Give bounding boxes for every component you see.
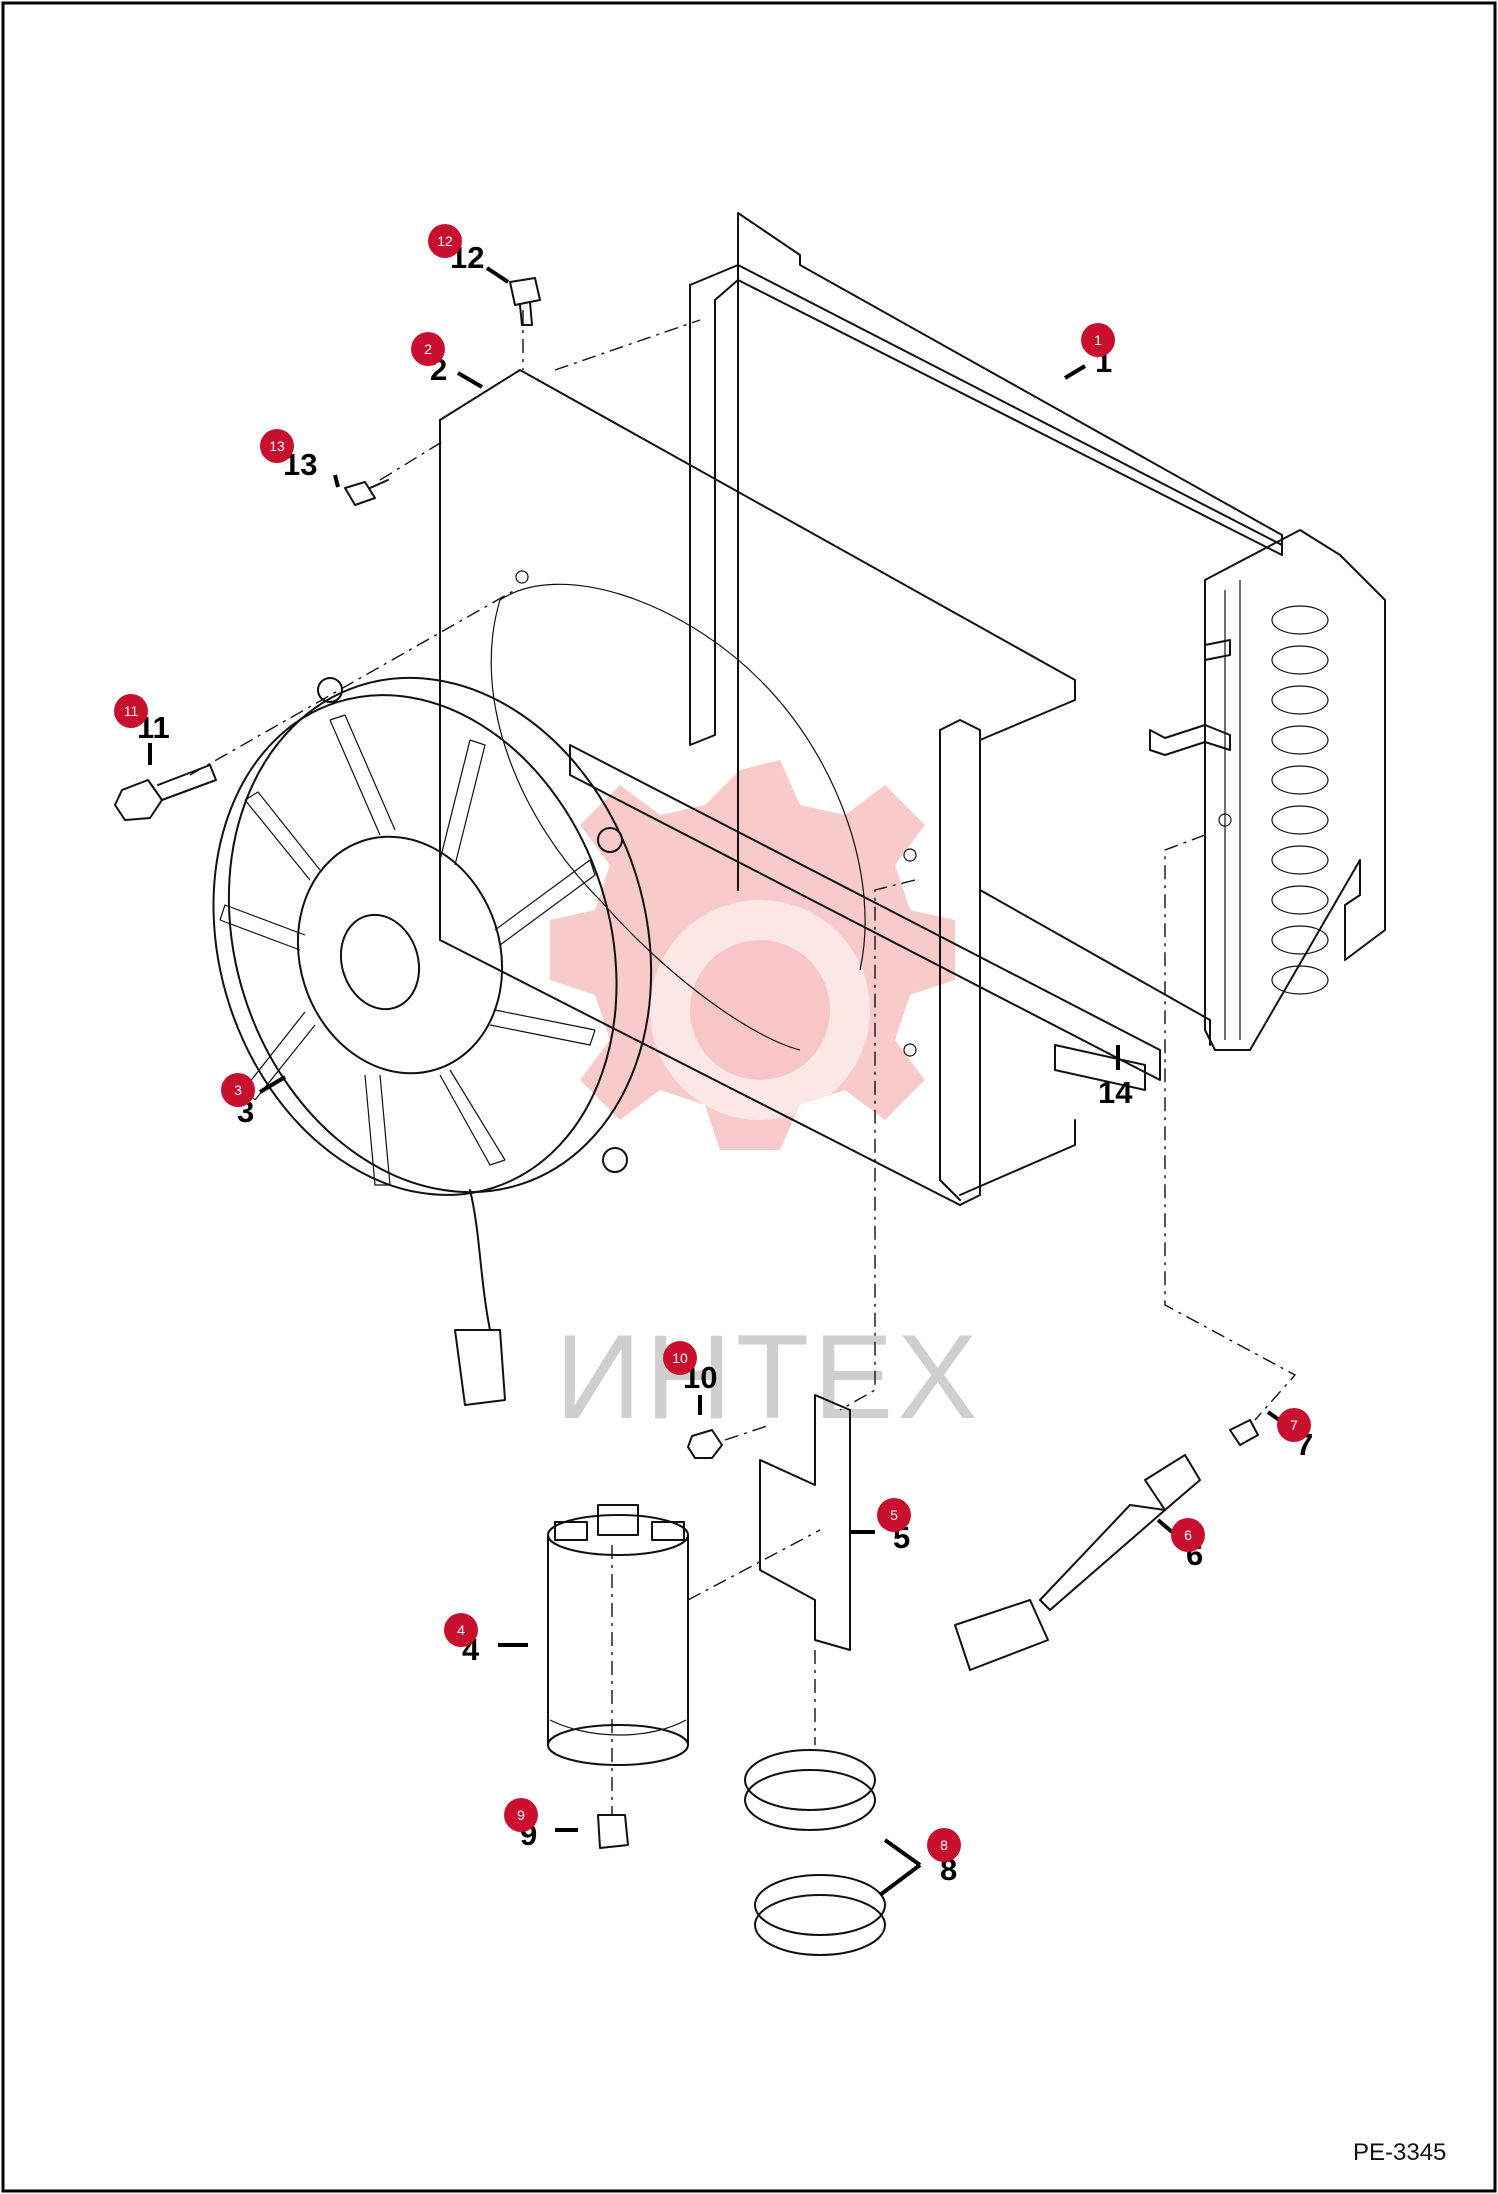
svg-text:12: 12 bbox=[437, 233, 453, 249]
badge-10: 10 bbox=[663, 1341, 697, 1375]
callout-badges: 1 2 3 4 5 6 7 8 9 10 11 12 13 bbox=[114, 224, 1311, 1862]
badge-11: 11 bbox=[114, 694, 148, 728]
badge-13: 13 bbox=[260, 429, 294, 463]
svg-text:2: 2 bbox=[424, 341, 432, 357]
receiver-drier bbox=[547, 1504, 689, 1766]
svg-text:1: 1 bbox=[1094, 332, 1102, 348]
svg-text:7: 7 bbox=[1290, 1417, 1298, 1433]
svg-text:4: 4 bbox=[457, 1622, 465, 1638]
watermark-logo: ИНТЕХ bbox=[550, 760, 981, 1444]
screw-13 bbox=[344, 479, 389, 506]
svg-text:5: 5 bbox=[890, 1507, 898, 1523]
badge-9: 9 bbox=[504, 1798, 538, 1832]
badge-4: 4 bbox=[444, 1613, 478, 1647]
badge-2: 2 bbox=[411, 332, 445, 366]
condenser-core bbox=[689, 212, 1386, 1051]
svg-text:10: 10 bbox=[672, 1350, 688, 1366]
drawing-reference: PE-3345 bbox=[1353, 2139, 1446, 2166]
fitting-9 bbox=[597, 1814, 629, 1849]
badge-7: 7 bbox=[1277, 1408, 1311, 1442]
svg-text:9: 9 bbox=[517, 1807, 525, 1823]
badge-12: 12 bbox=[428, 224, 462, 258]
svg-text:8: 8 bbox=[940, 1837, 948, 1853]
mounting-bracket bbox=[759, 1394, 851, 1651]
badge-5: 5 bbox=[877, 1498, 911, 1532]
screw-12 bbox=[509, 277, 541, 326]
svg-text:3: 3 bbox=[234, 1082, 242, 1098]
foam-strip bbox=[1054, 1044, 1146, 1091]
bolt-10 bbox=[687, 1429, 723, 1459]
badge-3: 3 bbox=[221, 1073, 255, 1107]
hose-clamps bbox=[744, 1749, 886, 1956]
callout-number-14: 14 bbox=[1098, 1075, 1133, 1110]
svg-text:6: 6 bbox=[1184, 1527, 1192, 1543]
badge-8: 8 bbox=[927, 1828, 961, 1862]
watermark-text: ИНТЕХ bbox=[555, 1310, 981, 1444]
badge-1: 1 bbox=[1081, 323, 1115, 357]
bolt-11 bbox=[114, 764, 217, 821]
callout-leaders bbox=[148, 266, 1284, 1897]
assembly-lines bbox=[189, 310, 1297, 1815]
svg-text:11: 11 bbox=[124, 703, 139, 719]
badge-6: 6 bbox=[1171, 1518, 1205, 1552]
svg-text:13: 13 bbox=[269, 438, 285, 454]
pressure-switch bbox=[954, 1419, 1259, 1671]
